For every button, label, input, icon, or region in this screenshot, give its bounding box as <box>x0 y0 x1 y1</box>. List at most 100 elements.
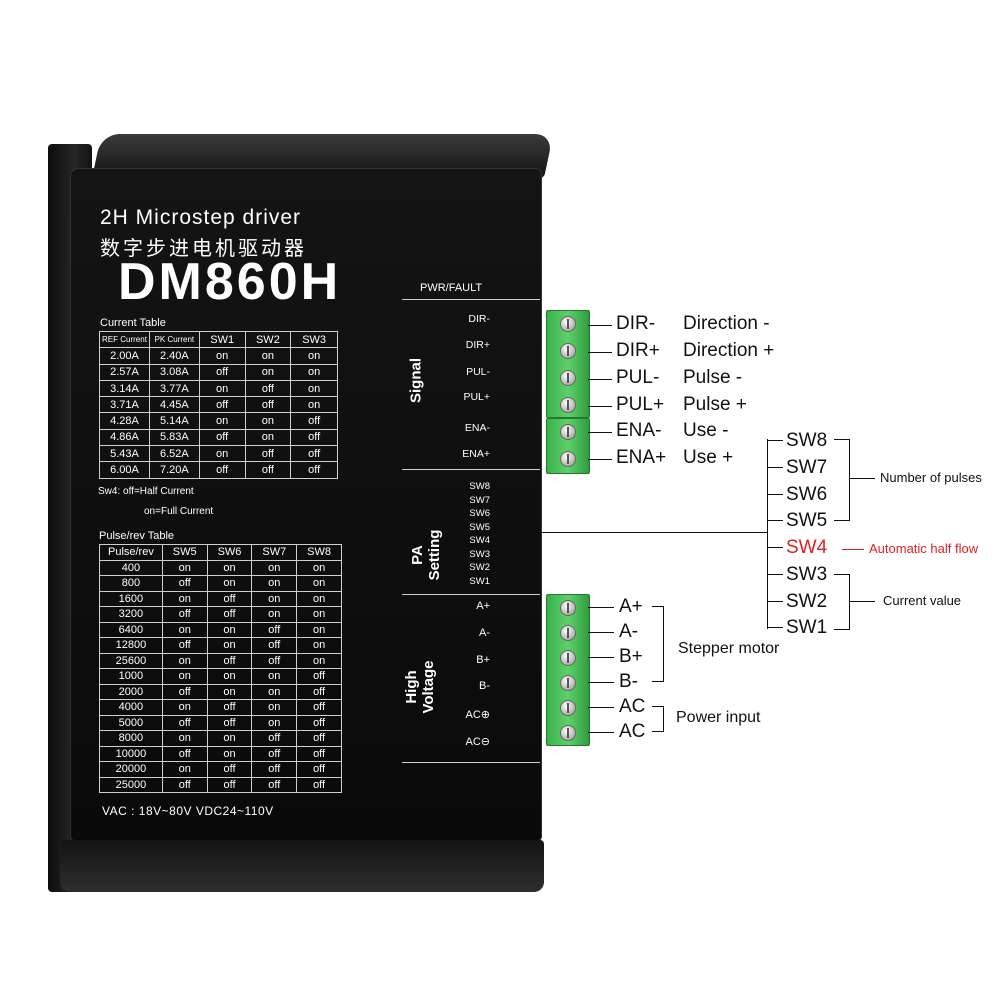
table-cell: on <box>290 396 338 414</box>
header-cell: SW1 <box>198 330 246 349</box>
table-cell: off <box>251 761 298 778</box>
switch-tick <box>767 520 783 521</box>
terminal-leader-line <box>588 607 614 608</box>
table-cell: 25000 <box>99 776 163 793</box>
table-cell: off <box>251 637 298 654</box>
table-cell: off <box>244 461 292 479</box>
signal-terminal-label: PUL+ <box>616 394 665 415</box>
table-cell: off <box>244 445 292 463</box>
signal-description: Use - <box>683 420 729 441</box>
hv-pin-label: B- <box>479 680 490 692</box>
table-cell: off <box>296 745 342 762</box>
table-cell: off <box>206 699 253 716</box>
table-cell: off <box>251 745 298 762</box>
table-cell: on <box>198 347 246 365</box>
table-cell: on <box>290 363 338 381</box>
signal-terminal-label: PUL- <box>616 367 660 388</box>
table-cell: on <box>206 730 253 747</box>
table-cell: off <box>290 461 338 479</box>
table-cell: off <box>198 363 246 381</box>
table-cell: on <box>198 445 246 463</box>
table-cell: off <box>198 428 246 447</box>
bracket-side <box>663 706 664 732</box>
table-cell: off <box>290 412 338 430</box>
terminal-screw-icon <box>560 725 576 741</box>
switch-tick <box>767 574 783 575</box>
hv-terminal-label: AC <box>619 696 646 717</box>
table-cell: off <box>251 776 298 793</box>
panel-divider <box>402 299 540 300</box>
panel-divider <box>402 594 540 595</box>
header-cell: Pulse/rev <box>99 544 163 561</box>
table-cell: off <box>296 730 342 747</box>
signal-section-label: Signal <box>407 358 425 404</box>
bracket-top <box>834 439 850 440</box>
table-cell: 5000 <box>99 714 163 731</box>
table-cell: on <box>296 590 342 607</box>
table-cell: 6.00A <box>99 461 150 479</box>
table-cell: off <box>296 683 342 700</box>
pa-switch-label: SW2 <box>469 562 490 573</box>
panel-divider <box>402 762 540 763</box>
table-cell: on <box>161 652 208 669</box>
table-cell: off <box>290 428 338 447</box>
table-cell: on <box>206 668 253 685</box>
hv-terminal-label: A- <box>619 621 638 642</box>
switch-label-sw6: SW6 <box>786 484 828 505</box>
table-cell: on <box>161 761 208 778</box>
terminal-screw-icon <box>560 700 576 716</box>
switch-label-sw3: SW3 <box>786 564 828 585</box>
table-cell: on <box>161 668 208 685</box>
pa-switch-label: SW8 <box>469 481 490 492</box>
pwr-fault-label: PWR/FAULT <box>420 282 483 294</box>
pa-setting-label: PA Setting <box>409 515 443 595</box>
table-cell: on <box>161 590 208 607</box>
terminal-leader-line <box>588 459 612 460</box>
pa-switch-label: SW7 <box>469 494 490 506</box>
table-cell: on <box>251 699 298 716</box>
signal-terminal-label: DIR+ <box>616 340 660 361</box>
bracket-bottom <box>652 681 664 682</box>
table-cell: on <box>161 559 208 576</box>
table-cell: 4.45A <box>148 396 200 414</box>
pa-switch-label: SW5 <box>469 521 490 533</box>
bracket-bottom <box>834 520 850 521</box>
table-cell: off <box>251 652 298 669</box>
table-cell: off <box>161 637 208 654</box>
table-cell: off <box>296 668 342 685</box>
hv-pin-label: AC⊖ <box>465 736 491 748</box>
table-cell: 5.14A <box>148 412 200 430</box>
bracket-bottom <box>652 731 664 732</box>
signal-terminal-label: ENA+ <box>616 447 667 468</box>
hv-pin-label: AC⊕ <box>465 709 491 721</box>
switch-tick <box>767 601 783 602</box>
table-cell: on <box>290 379 338 398</box>
switch-tick <box>767 494 783 495</box>
switch-label-sw2: SW2 <box>786 591 828 612</box>
pa-switch-label: SW3 <box>469 548 490 560</box>
signal-terminal-label: DIR- <box>616 313 656 334</box>
table-cell: off <box>206 714 253 731</box>
driver-title-cn: 数字步进电机驱动器 <box>100 236 307 260</box>
table-cell: off <box>206 761 253 778</box>
signal-description: Pulse + <box>683 394 747 415</box>
table-cell: on <box>251 590 298 607</box>
voltage-rating: VAC : 18V~80V VDC24~110V <box>102 804 274 818</box>
table-cell: 25600 <box>99 652 163 669</box>
terminal-leader-line <box>588 657 614 658</box>
table-cell: off <box>296 761 342 778</box>
table-cell: on <box>206 745 253 762</box>
table-cell: 6400 <box>99 621 163 638</box>
switch-tick <box>767 547 783 548</box>
header-cell: SW2 <box>244 330 292 349</box>
table-cell: 3.77A <box>148 379 200 398</box>
table-cell: 20000 <box>99 761 163 778</box>
